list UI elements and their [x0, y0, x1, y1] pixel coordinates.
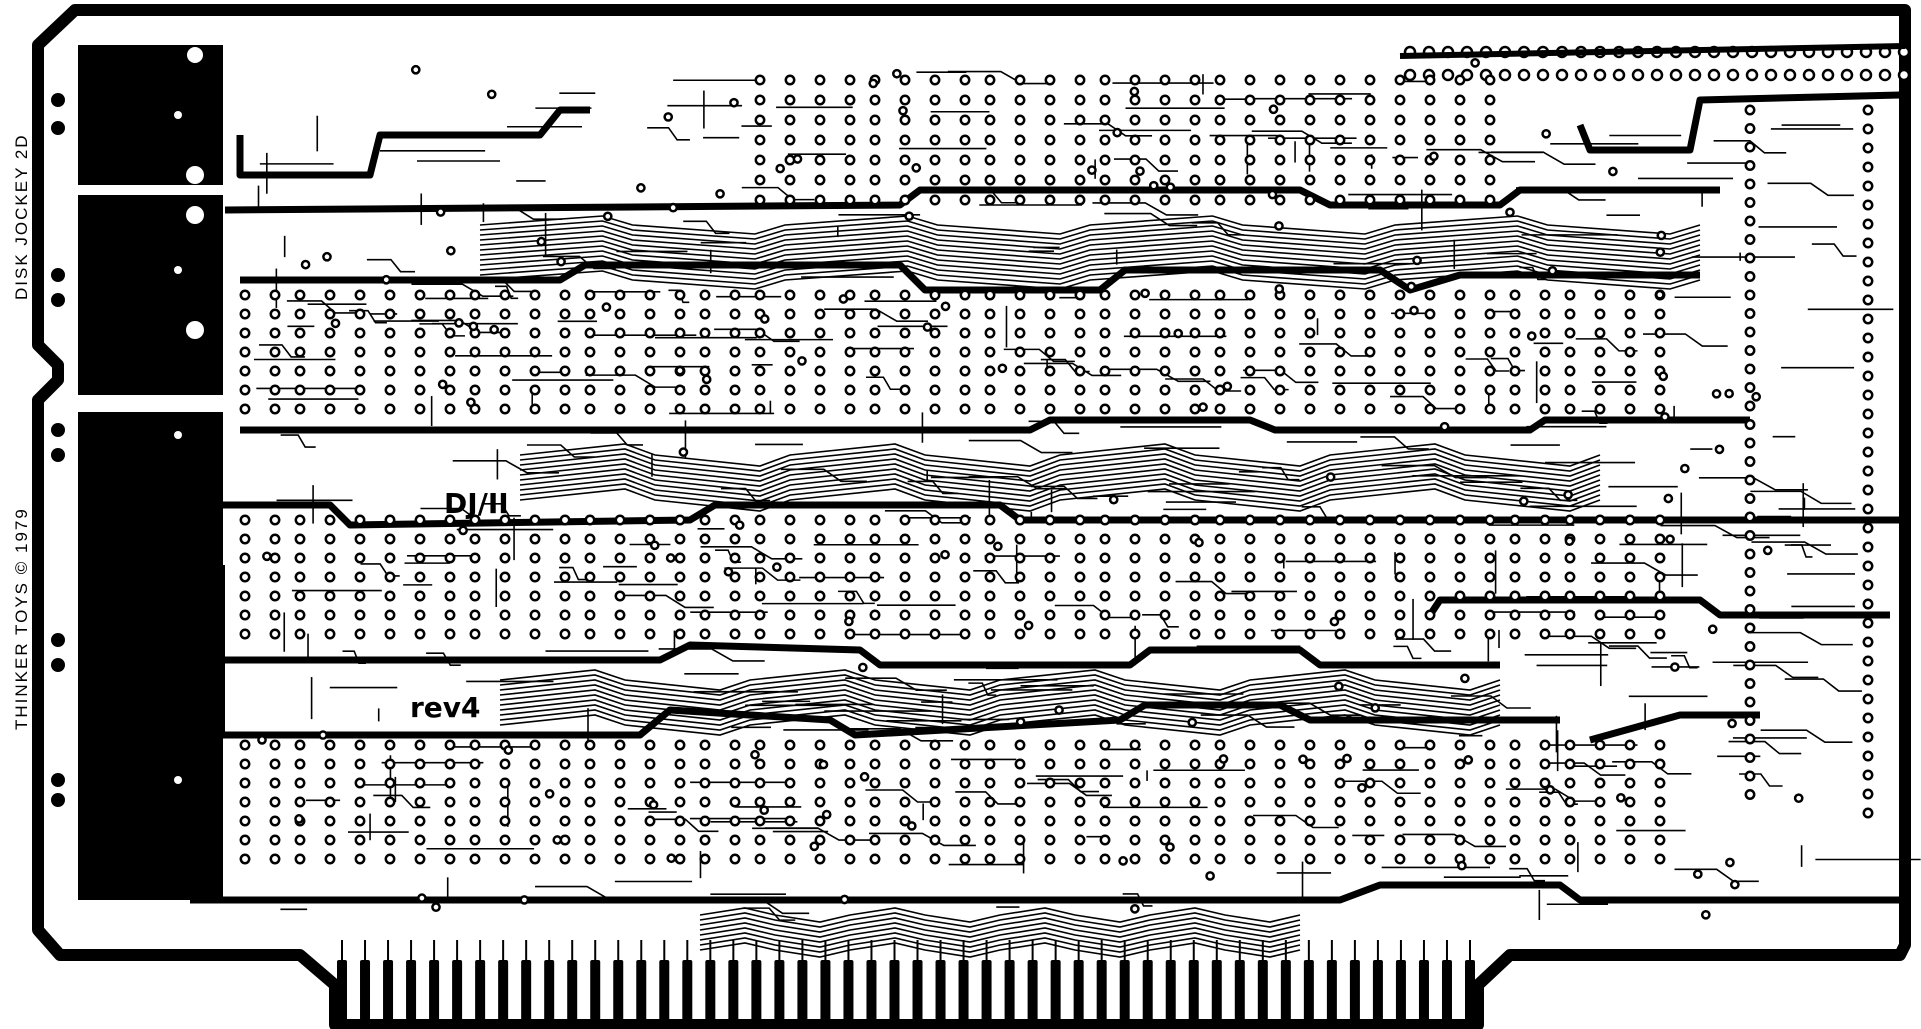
edge-finger [337, 960, 347, 1026]
edge-finger [383, 960, 394, 1026]
edge-finger [705, 960, 716, 1026]
left-connector-pins [51, 93, 65, 807]
edge-finger [1119, 960, 1130, 1026]
edge-finger [751, 960, 762, 1026]
edge-finger [452, 960, 463, 1026]
edge-connector-fingers [337, 940, 1475, 1026]
edge-finger [1326, 960, 1337, 1026]
edge-finger [659, 960, 670, 1026]
edge-finger [1372, 960, 1383, 1026]
edge-finger [1073, 960, 1084, 1026]
edge-finger [1303, 960, 1314, 1026]
board-id-label: DJ/II [444, 487, 509, 520]
edge-finger [981, 960, 992, 1026]
edge-finger [1004, 960, 1015, 1026]
edge-finger [1096, 960, 1107, 1026]
copyright-symbol: © [12, 559, 31, 575]
edge-finger [820, 960, 831, 1026]
edge-finger [1418, 960, 1429, 1026]
ground-plane-holes [174, 47, 204, 784]
edge-finger [774, 960, 785, 1026]
maker-credit-label: THINKER TOYS © 1979 [12, 507, 32, 730]
revision-label: rev4 [410, 691, 481, 724]
edge-finger [866, 960, 877, 1026]
edge-finger [1280, 960, 1291, 1026]
edge-finger [544, 960, 555, 1026]
edge-finger [590, 960, 601, 1026]
edge-finger [935, 960, 946, 1026]
top-right-header [1399, 43, 1911, 82]
edge-finger [567, 960, 578, 1026]
edge-finger [958, 960, 969, 1026]
copyright-year: 1979 [12, 507, 31, 553]
ic-pad-grid [239, 58, 1874, 920]
edge-finger [429, 960, 440, 1026]
edge-finger [1142, 960, 1153, 1026]
product-name-label: DISK JOCKEY 2D [12, 133, 31, 300]
edge-finger [1349, 960, 1360, 1026]
edge-finger [613, 960, 624, 1026]
edge-finger [360, 960, 371, 1026]
edge-finger [475, 960, 486, 1026]
edge-finger [1050, 960, 1061, 1026]
maker-name: THINKER TOYS [12, 580, 31, 730]
edge-finger [1234, 960, 1245, 1026]
edge-finger [912, 960, 923, 1026]
edge-finger [521, 960, 532, 1026]
edge-finger [498, 960, 509, 1026]
edge-finger [1395, 960, 1406, 1026]
edge-finger [728, 960, 739, 1026]
edge-finger [1165, 960, 1176, 1026]
edge-finger [1027, 960, 1038, 1026]
power-bus-traces [190, 91, 1901, 904]
edge-finger [843, 960, 854, 1026]
edge-finger [889, 960, 900, 1026]
edge-finger [1465, 960, 1475, 1026]
edge-finger [636, 960, 647, 1026]
edge-finger [682, 960, 693, 1026]
ground-plane-blocks [78, 45, 225, 900]
edge-finger [797, 960, 808, 1026]
board-outline [32, 4, 1911, 1029]
edge-finger [1257, 960, 1268, 1026]
edge-finger [1211, 960, 1222, 1026]
edge-finger [406, 960, 417, 1026]
edge-finger [1188, 960, 1199, 1026]
edge-finger [1441, 960, 1452, 1026]
